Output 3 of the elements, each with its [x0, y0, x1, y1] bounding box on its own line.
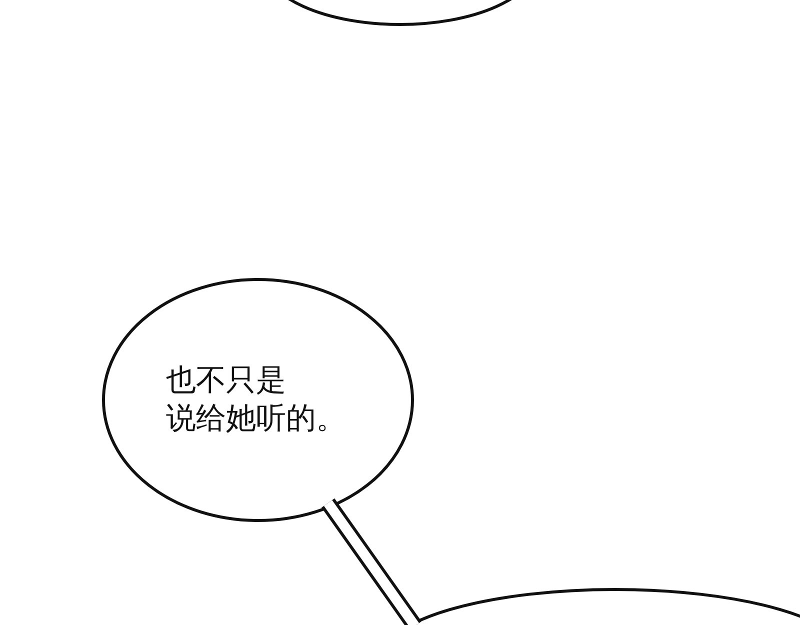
bubble-tail [321, 498, 422, 625]
speech-bubble [102, 278, 414, 522]
speech-text: 也不只是说给她听的。 [166, 362, 347, 438]
